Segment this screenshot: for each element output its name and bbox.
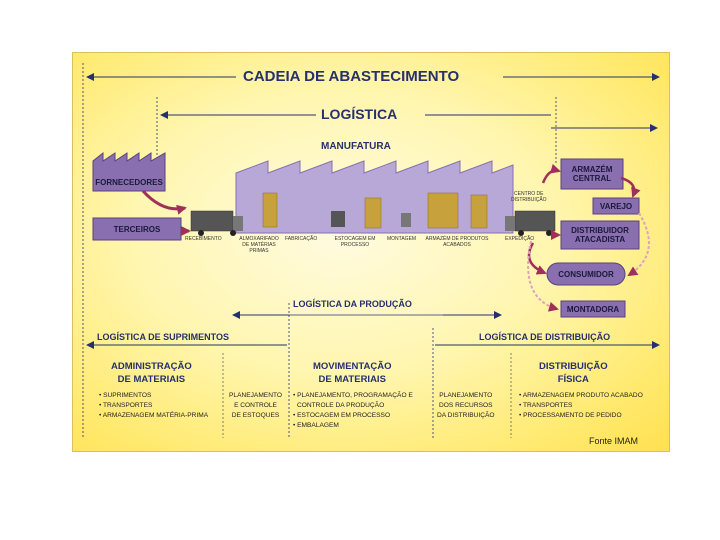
logistica-producao-label: LOGÍSTICA DA PRODUÇÃO bbox=[293, 299, 412, 309]
plan-recursos: PLANEJAMENTO DOS RECURSOS DA DISTRIBUIÇÃ… bbox=[437, 391, 495, 421]
mov-title-line-1: MOVIMENTAÇÃO bbox=[313, 361, 392, 372]
adm-item: • TRANSPORTES bbox=[99, 402, 153, 409]
plan-recursos-line: DOS RECURSOS bbox=[439, 402, 493, 409]
plan-recursos-line: PLANEJAMENTO bbox=[439, 392, 493, 399]
distribuidor-label: DISTRIBUIDOR ATACADISTA bbox=[561, 221, 639, 249]
arrow-varejo bbox=[620, 176, 641, 198]
dist-items-list: • ARMAZENAGEM PRODUTO ACABADO • TRANSPOR… bbox=[519, 391, 643, 421]
plan-estoques: PLANEJAMENTO E CONTROLE DE ESTOQUES bbox=[229, 391, 282, 421]
logistica-distribuicao-label: LOGÍSTICA DE DISTRIBUIÇÃO bbox=[479, 332, 611, 342]
plan-recursos-line: DA DISTRIBUIÇÃO bbox=[437, 412, 495, 419]
diagram-title: CADEIA DE ABASTECIMENTO bbox=[243, 68, 460, 85]
mov-item: • ESTOCAGEM EM PROCESSO bbox=[293, 412, 391, 419]
armazem-line-1: ARMAZÉM bbox=[571, 165, 613, 174]
armazem-line-2: CENTRAL bbox=[572, 174, 612, 183]
adm-title-line-2: DE MATERIAIS bbox=[117, 374, 186, 385]
dist-item: • PROCESSAMENTO DE PEDIDO bbox=[519, 412, 622, 419]
centro-distribuicao-label: CENTRO DE DISTRIBUIÇÃO bbox=[511, 191, 547, 203]
arrow-armazem bbox=[541, 163, 561, 184]
step-montagem: MONTAGEM bbox=[387, 236, 417, 242]
dist-fisica-title: DISTRIBUIÇÃO FÍSICA bbox=[539, 360, 608, 386]
mov-materiais-title: MOVIMENTAÇÃO DE MATERIAIS bbox=[313, 360, 391, 386]
distribuidor-line-1: DISTRIBUIDOR bbox=[571, 226, 629, 235]
step-expedicao: EXPEDIÇÃO bbox=[505, 236, 535, 242]
factory-icon bbox=[235, 160, 514, 234]
step-recebimento: RECEBIMENTO bbox=[185, 236, 222, 242]
adm-title-line-1: ADMINISTRAÇÃO bbox=[111, 361, 192, 372]
distribuidor-line-2: ATACADISTA bbox=[574, 235, 626, 244]
truck-icon-outbound bbox=[505, 210, 556, 236]
step-armazem-produtos: ARMAZÉM DE PRODUTOS ACABADOS bbox=[425, 236, 489, 248]
dist-item: • ARMAZENAGEM PRODUTO ACABADO bbox=[519, 392, 643, 399]
arrow-fornecedores bbox=[141, 189, 187, 215]
plan-estoques-line: E CONTROLE bbox=[234, 402, 277, 409]
step-estocagem: ESTOCAGEM EM PROCESSO bbox=[334, 236, 376, 248]
step-fabricacao: FABRICAÇÃO bbox=[285, 236, 318, 242]
dist-title-line-2: FÍSICA bbox=[557, 374, 589, 385]
varejo-box-shape bbox=[592, 197, 640, 215]
plan-estoques-line: DE ESTOQUES bbox=[231, 412, 280, 419]
armazem-central-label: ARMAZÉM CENTRAL bbox=[561, 159, 623, 189]
dist-title-line-1: DISTRIBUIÇÃO bbox=[539, 361, 608, 372]
terceiros-label: TERCEIROS bbox=[113, 224, 161, 234]
consumidor-box-shape bbox=[546, 262, 626, 286]
fornecedores-label: FORNECEDORES bbox=[95, 177, 163, 187]
montadora-label: MONTADORA bbox=[566, 304, 620, 314]
adm-materiais-title: ADMINISTRAÇÃO DE MATERIAIS bbox=[111, 360, 192, 386]
arrow-consumidor bbox=[527, 242, 547, 275]
step-almoxarifado: ALMOXARIFADO DE MATÉRIAS PRIMAS bbox=[239, 236, 279, 254]
mov-item: • PLANEJAMENTO, PROGRAMAÇÃO E bbox=[293, 392, 413, 399]
diagram-graphics bbox=[82, 63, 660, 438]
supply-chain-diagram: CADEIA DE ABASTECIMENTO LOGÍSTICA MANUFA… bbox=[72, 52, 670, 452]
logistics-title: LOGÍSTICA bbox=[321, 106, 398, 122]
mov-item: CONTROLE DA PRODUÇÃO bbox=[297, 402, 385, 409]
dist-item: • TRANSPORTES bbox=[519, 402, 573, 409]
armazem-box-shape bbox=[560, 158, 624, 190]
mov-item: • EMBALAGEM bbox=[293, 422, 339, 429]
centro-line-2: DISTRIBUIÇÃO bbox=[511, 197, 547, 203]
fornecedores-building-shape bbox=[92, 151, 166, 192]
arrow-montadora bbox=[527, 240, 559, 312]
centro-line-1: CENTRO DE bbox=[514, 191, 544, 197]
logistica-suprimentos-label: LOGÍSTICA DE SUPRIMENTOS bbox=[97, 332, 230, 342]
distribuidor-box-shape bbox=[560, 220, 640, 250]
source-credit: Fonte IMAM bbox=[589, 436, 639, 446]
adm-items-list: • SUPRIMENTOS • TRANSPORTES • ARMAZENAGE… bbox=[99, 391, 208, 421]
arrow-varejo-consumidor bbox=[627, 212, 650, 277]
adm-item: • SUPRIMENTOS bbox=[99, 392, 152, 399]
manufatura-title: MANUFATURA bbox=[321, 141, 391, 152]
mov-items-list: • PLANEJAMENTO, PROGRAMAÇÃO E CONTROLE D… bbox=[293, 391, 413, 431]
adm-item: • ARMAZENAGEM MATÉRIA-PRIMA bbox=[99, 412, 209, 419]
varejo-label: VAREJO bbox=[599, 201, 633, 211]
consumidor-label: CONSUMIDOR bbox=[558, 269, 614, 279]
truck-icon-inbound bbox=[190, 210, 243, 236]
montadora-box-shape bbox=[560, 300, 626, 318]
plan-estoques-line: PLANEJAMENTO bbox=[229, 392, 283, 399]
mov-title-line-2: DE MATERIAIS bbox=[318, 374, 386, 385]
